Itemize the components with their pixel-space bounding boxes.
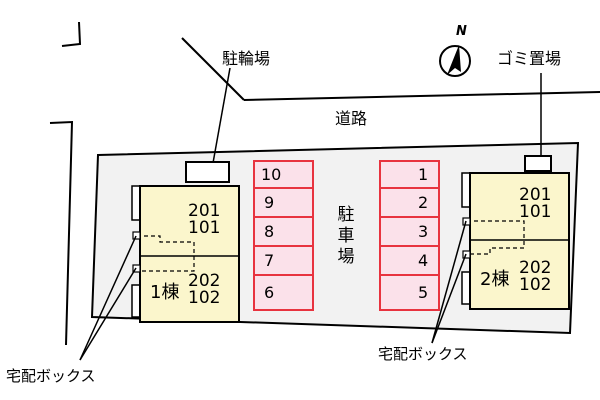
- delivery-box-label-right: 宅配ボックス: [378, 345, 468, 363]
- parking-space-4: [379, 245, 440, 276]
- delivery-box-label-left: 宅配ボックス: [6, 367, 96, 385]
- delivery-box-leader-left-1: [79, 235, 137, 361]
- road-label: 道路: [335, 109, 368, 128]
- parking-label: 駐車場: [337, 205, 355, 267]
- garbage-area-label: ゴミ置場: [497, 49, 562, 68]
- building-1: [139, 185, 240, 323]
- parking-number-2: 2: [418, 193, 429, 212]
- bicycle-parking-leader: [212, 67, 231, 164]
- delivery-box-leader-left-2: [79, 267, 137, 361]
- parking-number-8: 8: [264, 222, 275, 241]
- parking-number-6: 6: [264, 283, 275, 302]
- parking-space-2: [379, 187, 440, 218]
- building-2: [469, 172, 570, 310]
- building-1-name: 1棟: [150, 282, 180, 303]
- bicycle-parking-label: 駐輪場: [222, 49, 271, 68]
- road-edge-line: [243, 91, 600, 101]
- unit-102-building-1: 102: [188, 288, 221, 308]
- parking-number-4: 4: [418, 251, 429, 270]
- bicycle-parking-pad: [185, 161, 230, 183]
- parking-number-9: 9: [264, 193, 275, 212]
- delivery-box-leader-right-1: [431, 220, 467, 344]
- parking-space-6: [253, 274, 314, 311]
- building-1-delivery-path: [137, 235, 195, 272]
- parking-number-7: 7: [264, 251, 275, 270]
- delivery-box-left-upper: [132, 231, 141, 240]
- parking-number-3: 3: [418, 222, 429, 241]
- unit-202-building-1: 202: [188, 271, 221, 291]
- parking-space-5: [379, 274, 440, 311]
- unit-102-building-2: 102: [519, 275, 552, 295]
- parking-number-10: 10: [261, 165, 282, 184]
- parking-number-5: 5: [418, 283, 429, 302]
- unit-201-building-1: 201: [188, 201, 221, 221]
- parking-number-1: 1: [418, 165, 429, 184]
- parking-space-8: [253, 216, 314, 247]
- parking-space-1: [379, 160, 440, 189]
- parking-space-9: [253, 187, 314, 218]
- north-label: N: [456, 24, 467, 39]
- boundary-line-left: [49, 120, 74, 346]
- building-2-name: 2棟: [480, 269, 510, 290]
- parking-space-3: [379, 216, 440, 247]
- garbage-area-pad: [524, 155, 552, 172]
- north-arrow-icon: [439, 45, 471, 77]
- corner-mark-top-left: [61, 21, 82, 47]
- unit-202-building-2: 202: [519, 258, 552, 278]
- unit-201-building-2: 201: [519, 185, 552, 205]
- building-2-delivery-path: [467, 220, 525, 255]
- parking-space-7: [253, 245, 314, 276]
- delivery-box-leader-right-2: [431, 253, 467, 344]
- unit-101-building-1: 101: [188, 218, 221, 238]
- road-edge-diagonal: [181, 37, 245, 101]
- unit-101-building-2: 101: [519, 202, 552, 222]
